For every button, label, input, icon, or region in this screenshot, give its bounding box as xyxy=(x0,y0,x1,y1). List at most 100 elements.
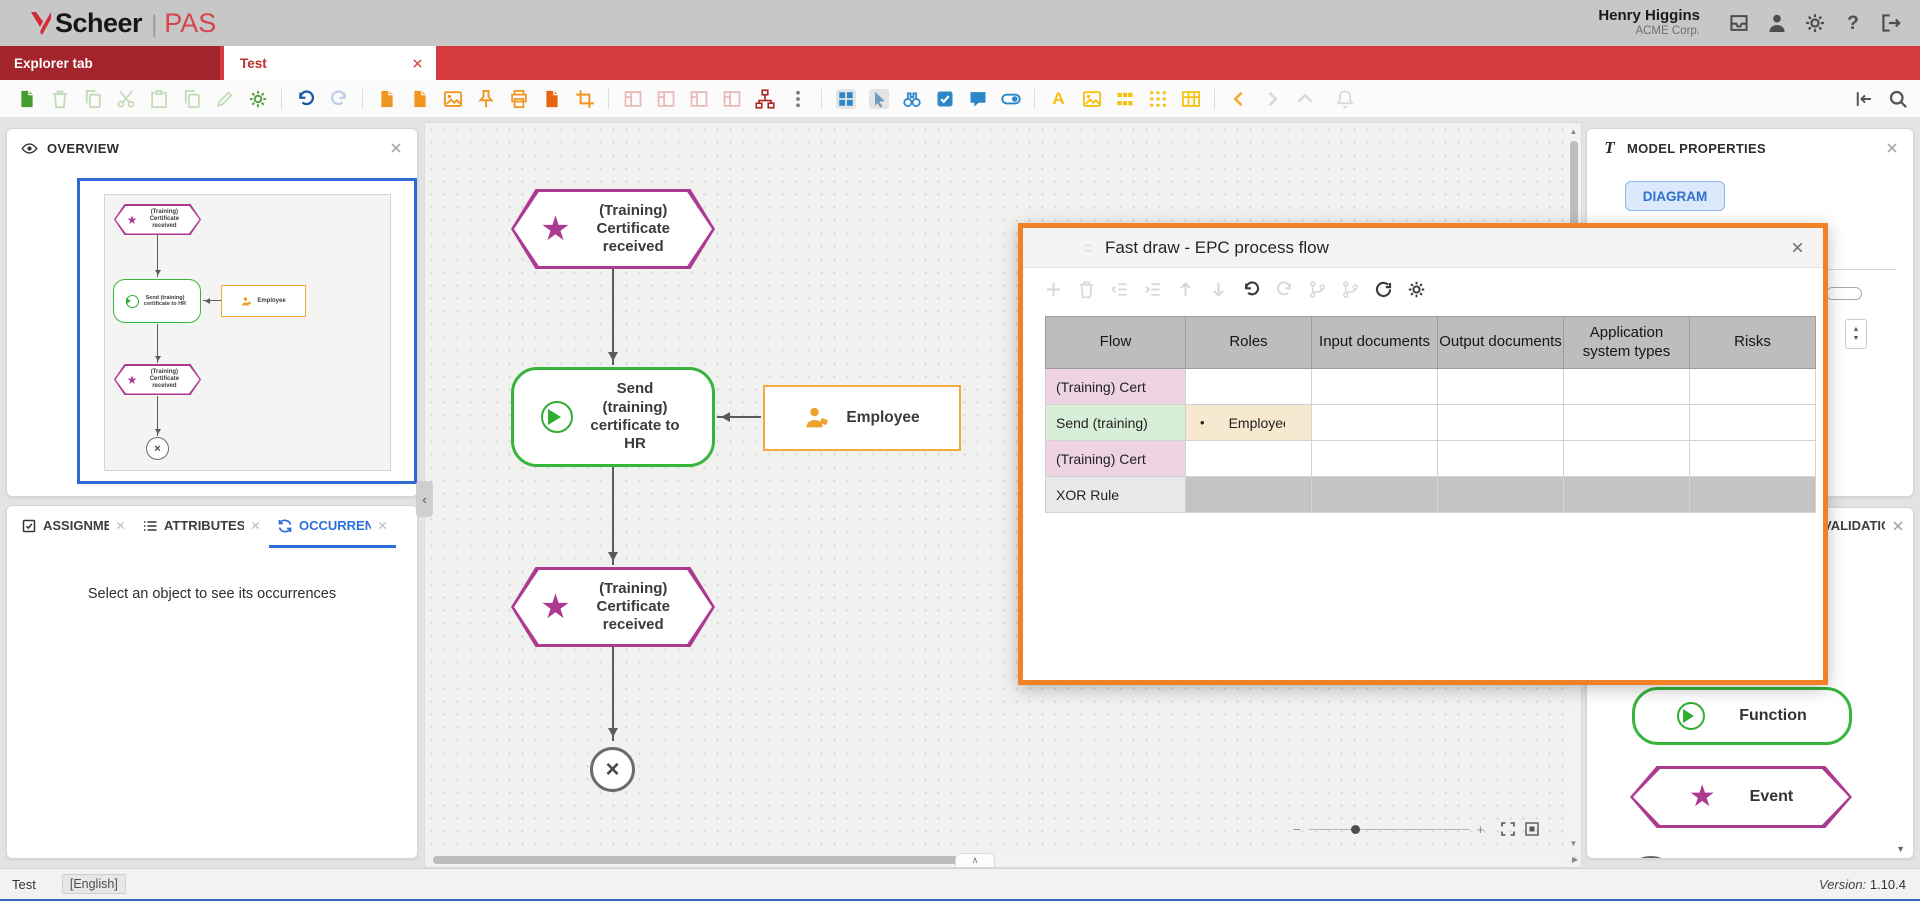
properties-pill-control[interactable] xyxy=(1826,287,1862,300)
column-header-flow[interactable]: Flow xyxy=(1046,317,1186,369)
close-dialog-icon[interactable] xyxy=(1790,240,1805,255)
grid-view-icon[interactable] xyxy=(836,89,856,109)
nav-back-icon[interactable] xyxy=(1229,89,1249,109)
delete-row-icon[interactable] xyxy=(1077,280,1096,299)
zoom-out-icon[interactable]: − xyxy=(1293,823,1301,836)
function-shape[interactable]: Send (training) certificate to HR xyxy=(511,367,715,467)
notifications-bell-icon[interactable] xyxy=(1335,89,1355,109)
palette-rule-shape[interactable] xyxy=(1623,856,1679,859)
nav-up-icon[interactable] xyxy=(1295,89,1315,109)
user-info[interactable]: Henry Higgins ACME Corp. xyxy=(1598,8,1700,37)
outdent-icon[interactable] xyxy=(1110,280,1129,299)
nav-forward-icon[interactable] xyxy=(1262,89,1282,109)
dialog-title-bar[interactable]: Fast draw - EPC process flow xyxy=(1023,228,1823,268)
more-options-icon[interactable] xyxy=(788,89,808,109)
insert-table-icon[interactable] xyxy=(1181,89,1201,109)
scroll-right-icon[interactable]: ▶ xyxy=(1572,855,1578,864)
crop-icon[interactable] xyxy=(575,89,595,109)
center-view-icon[interactable] xyxy=(1524,821,1540,837)
roles-cell[interactable]: • Employee xyxy=(1186,405,1312,441)
roles-cell[interactable] xyxy=(1186,441,1312,477)
horizontal-scrollbar[interactable]: ▶ xyxy=(427,854,1565,865)
dialog-drag-handle[interactable] xyxy=(1081,241,1095,255)
column-header-input-documents[interactable]: Input documents xyxy=(1312,317,1438,369)
branch-left-icon[interactable] xyxy=(1308,280,1327,299)
minimap-viewport[interactable] xyxy=(77,178,417,484)
stepper-control[interactable]: ▲ ▼ xyxy=(1845,319,1867,349)
zoom-slider-handle[interactable] xyxy=(1351,825,1360,834)
cut-icon[interactable] xyxy=(116,89,136,109)
close-tab-icon[interactable] xyxy=(1891,519,1905,533)
export-file-icon[interactable] xyxy=(377,89,397,109)
close-panel-icon[interactable] xyxy=(1885,141,1899,155)
zoom-in-icon[interactable]: + xyxy=(1477,823,1485,836)
insert-image-icon[interactable] xyxy=(1082,89,1102,109)
logout-icon[interactable] xyxy=(1880,12,1902,34)
add-row-icon[interactable] xyxy=(1044,280,1063,299)
close-tab-icon[interactable] xyxy=(377,520,388,531)
palette-scroll-down-icon[interactable]: ▼ xyxy=(1896,844,1905,854)
redo-icon[interactable] xyxy=(329,89,349,109)
pin-icon[interactable] xyxy=(476,89,496,109)
output-documents-cell[interactable] xyxy=(1438,405,1564,441)
import-file-icon[interactable] xyxy=(410,89,430,109)
output-documents-cell[interactable] xyxy=(1438,369,1564,405)
roles-cell[interactable] xyxy=(1186,369,1312,405)
column-header-application-system-types[interactable]: Application system types xyxy=(1564,317,1690,369)
application-system-types-cell[interactable] xyxy=(1564,441,1690,477)
scroll-down-icon[interactable]: ▼ xyxy=(1568,837,1579,849)
undo-icon[interactable] xyxy=(1242,280,1261,299)
stepper-up-icon[interactable]: ▲ xyxy=(1853,325,1860,334)
input-documents-cell[interactable] xyxy=(1312,441,1438,477)
select-checkbox-icon[interactable] xyxy=(935,89,955,109)
fit-screen-icon[interactable] xyxy=(1500,821,1516,837)
column-header-roles[interactable]: Roles xyxy=(1186,317,1312,369)
collapse-panel-icon[interactable] xyxy=(1854,89,1874,109)
layout-right-icon[interactable] xyxy=(656,89,676,109)
tab-attributes[interactable]: ATTRIBUTES xyxy=(134,506,269,548)
inbox-icon[interactable] xyxy=(1728,12,1750,34)
column-header-risks[interactable]: Risks xyxy=(1690,317,1816,369)
flow-cell[interactable]: (Training) Cert xyxy=(1046,369,1186,405)
move-down-icon[interactable] xyxy=(1209,280,1228,299)
scroll-up-icon[interactable]: ▲ xyxy=(1568,125,1579,137)
edit-pen-icon[interactable] xyxy=(215,89,235,109)
role-shape-employee[interactable]: Employee xyxy=(763,385,961,451)
find-icon[interactable] xyxy=(902,89,922,109)
redo-icon[interactable] xyxy=(1275,280,1294,299)
zoom-slider[interactable] xyxy=(1309,829,1469,830)
input-documents-cell[interactable] xyxy=(1312,369,1438,405)
move-up-icon[interactable] xyxy=(1176,280,1195,299)
palette-function-shape[interactable]: Function xyxy=(1632,687,1852,745)
branch-right-icon[interactable] xyxy=(1341,280,1360,299)
vertical-scrollbar-thumb[interactable] xyxy=(1570,141,1578,229)
application-system-types-cell[interactable] xyxy=(1564,369,1690,405)
close-overview-icon[interactable] xyxy=(389,141,403,155)
diagram-settings-icon[interactable] xyxy=(248,89,268,109)
layout-left-icon[interactable] xyxy=(623,89,643,109)
tab-assignments[interactable]: ASSIGNMENTS xyxy=(13,506,134,548)
small-grid-icon[interactable] xyxy=(1115,89,1135,109)
tab-test-document[interactable]: Test xyxy=(224,46,436,80)
layout-top-icon[interactable] xyxy=(689,89,709,109)
comments-icon[interactable] xyxy=(968,89,988,109)
input-documents-cell[interactable] xyxy=(1312,405,1438,441)
flow-cell[interactable]: XOR Rule xyxy=(1046,477,1186,513)
dialog-settings-icon[interactable] xyxy=(1407,280,1426,299)
flow-cell[interactable]: (Training) Cert xyxy=(1046,441,1186,477)
stepper-down-icon[interactable]: ▼ xyxy=(1853,334,1860,343)
panel-resize-handle[interactable]: ‹ xyxy=(416,481,433,517)
paste-special-icon[interactable] xyxy=(182,89,202,109)
document-export-icon[interactable] xyxy=(542,89,562,109)
image-file-icon[interactable] xyxy=(443,89,463,109)
delete-icon[interactable] xyxy=(50,89,70,109)
print-icon[interactable] xyxy=(509,89,529,109)
close-tab-icon[interactable] xyxy=(411,57,424,70)
settings-gear-icon[interactable] xyxy=(1804,12,1826,34)
risks-cell[interactable] xyxy=(1690,441,1816,477)
pointer-mode-icon[interactable] xyxy=(869,89,889,109)
dot-grid-icon[interactable] xyxy=(1148,89,1168,109)
close-tab-icon[interactable] xyxy=(115,520,126,531)
new-diagram-icon[interactable] xyxy=(17,89,37,109)
diagram-button[interactable]: DIAGRAM xyxy=(1625,181,1725,211)
